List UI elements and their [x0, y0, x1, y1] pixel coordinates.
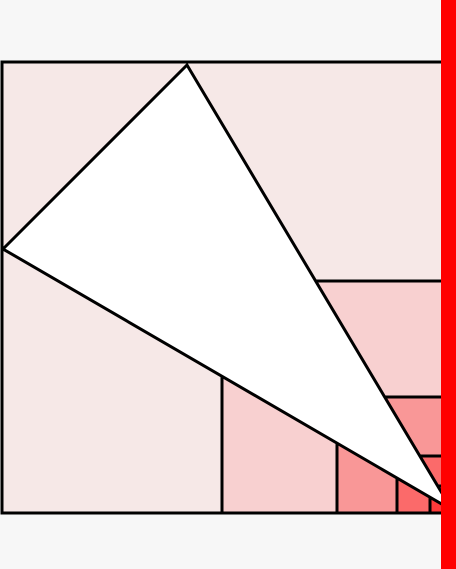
right-edge-red-bar [441, 0, 456, 569]
white-triangle [0, 62, 456, 515]
